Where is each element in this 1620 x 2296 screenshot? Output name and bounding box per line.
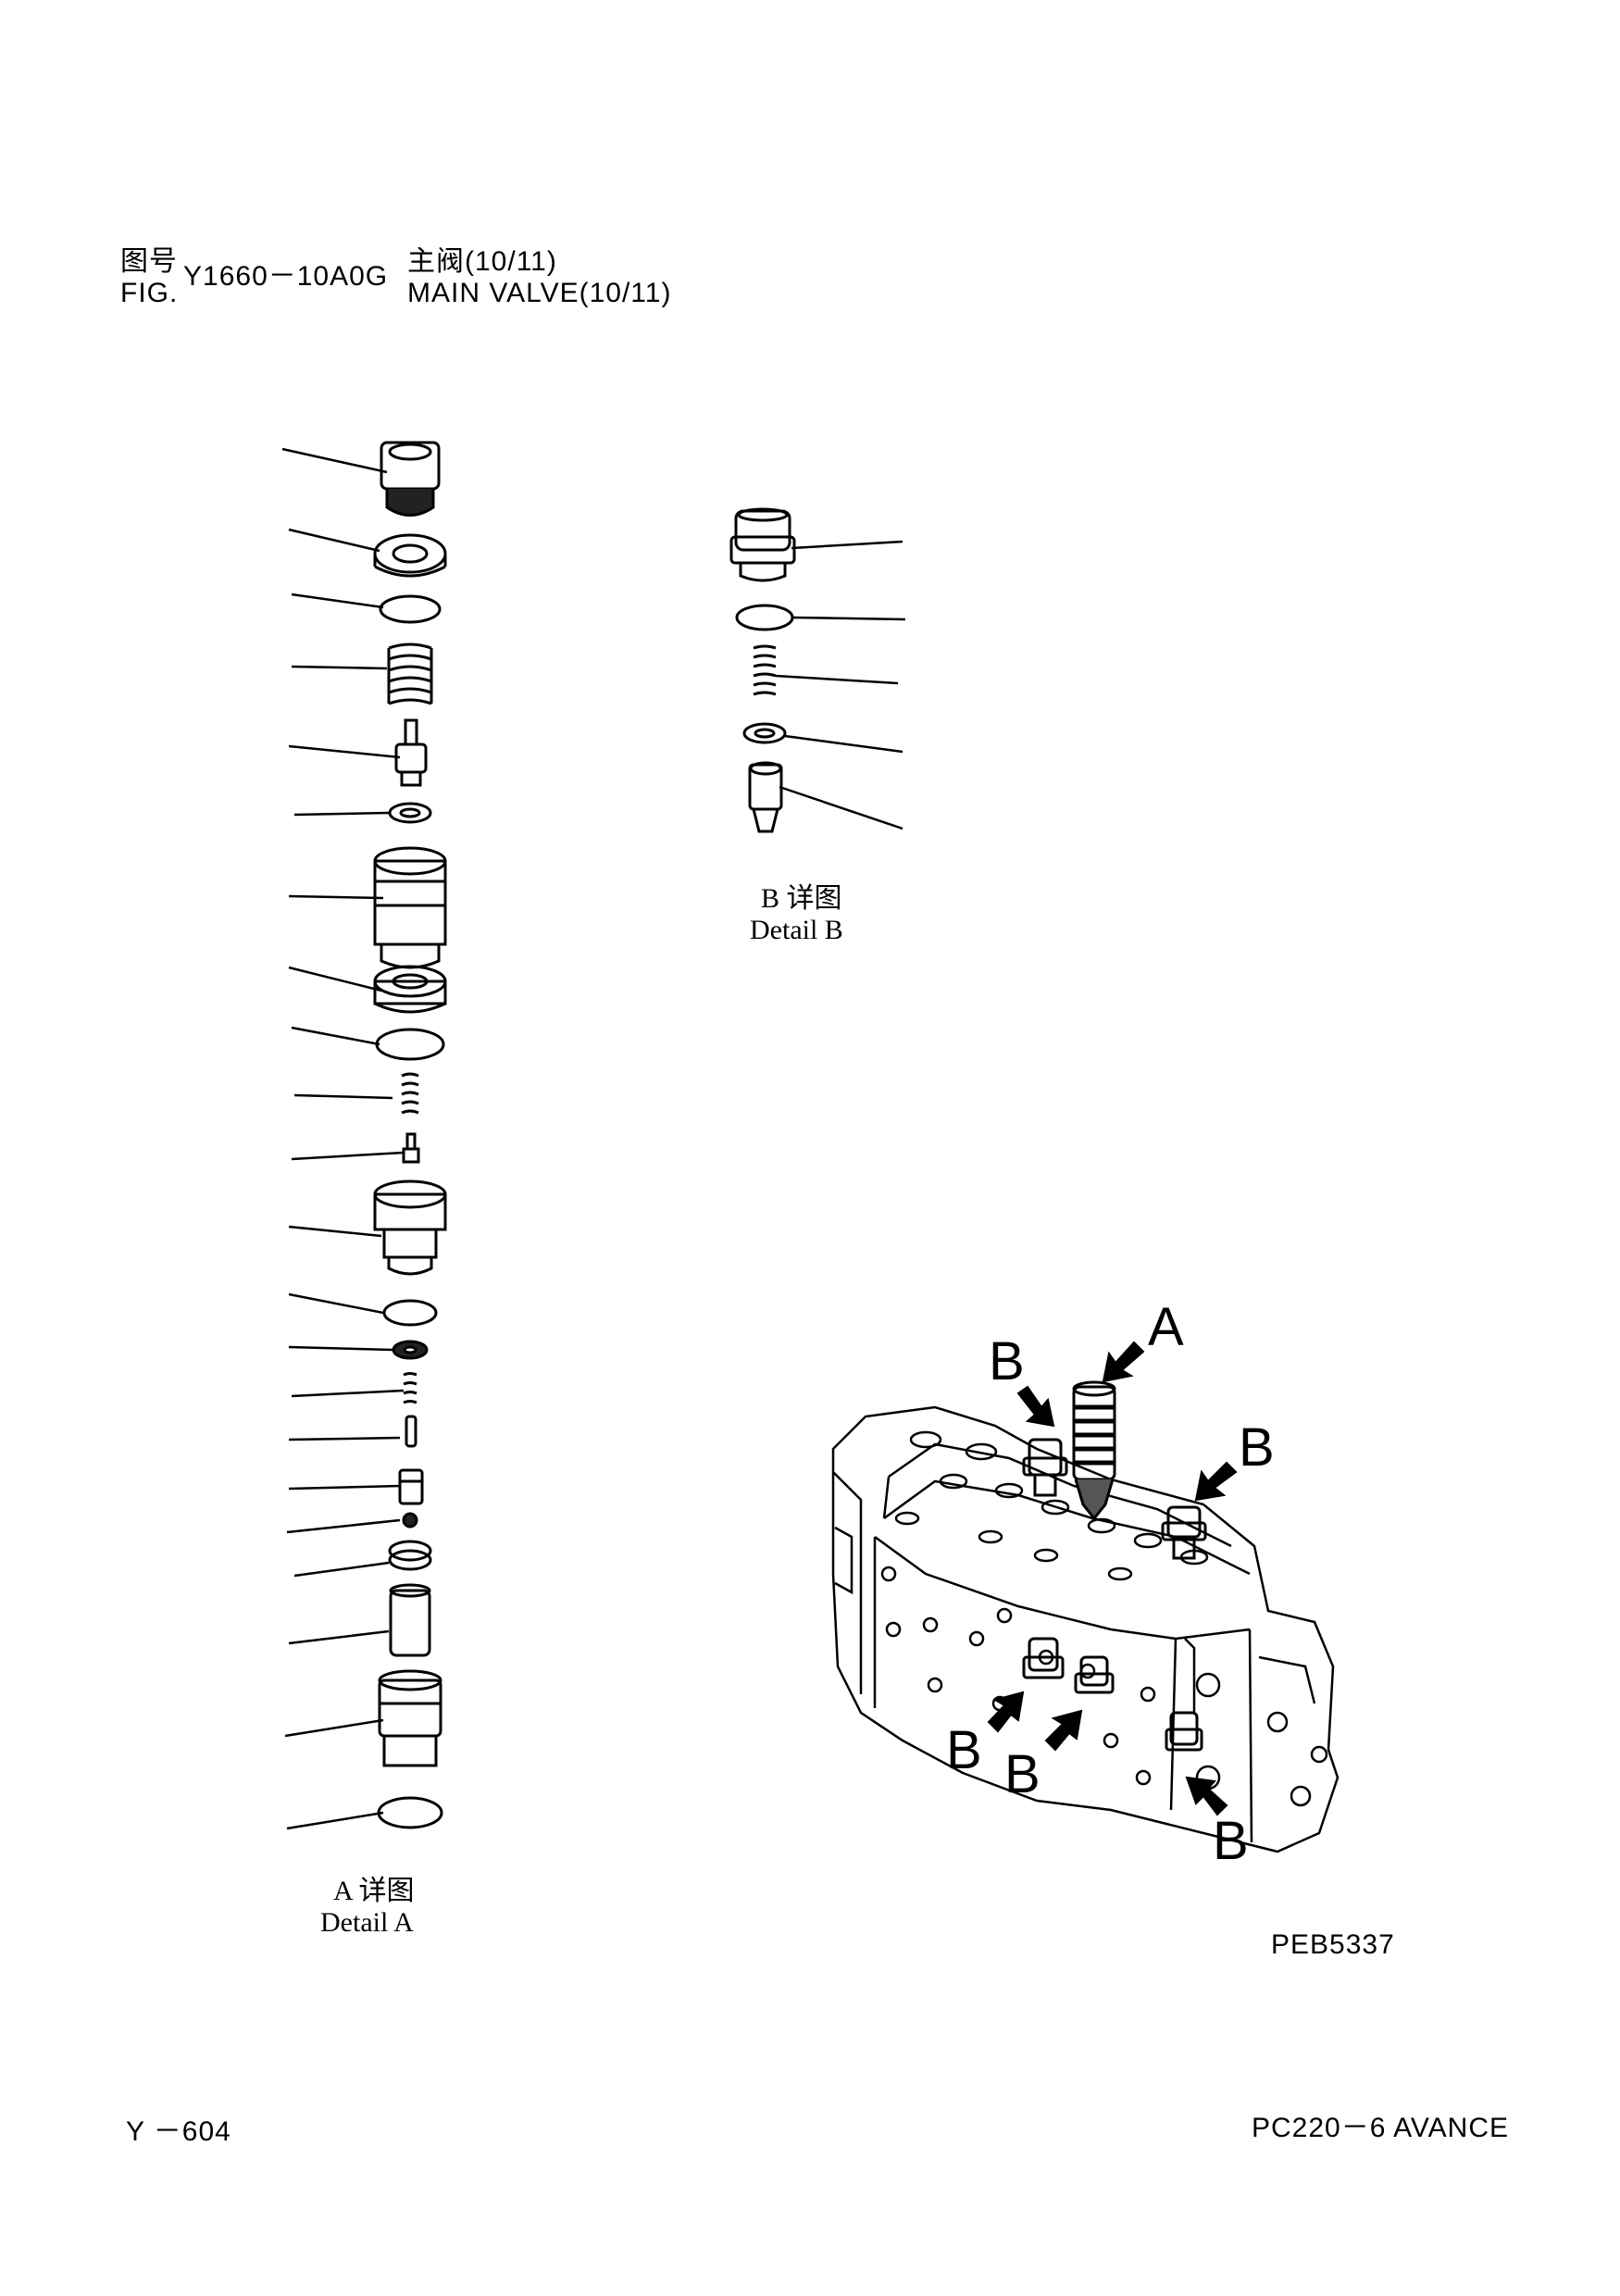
fig-label-cn: 图号 bbox=[120, 246, 178, 277]
detail-a-parts bbox=[373, 441, 447, 1829]
detail-b-parts bbox=[729, 507, 796, 833]
detail-b-label-en: Detail B bbox=[750, 915, 843, 945]
detail-a-label-cn: A 详图 bbox=[333, 1876, 415, 1906]
callout-a: A bbox=[1148, 1297, 1184, 1357]
title-cn: 主阀(10/11) bbox=[407, 246, 557, 277]
fig-label-en: FIG. bbox=[120, 278, 179, 308]
page-number: Y －604 bbox=[126, 2116, 231, 2147]
callout-b-front-left: B bbox=[946, 1720, 982, 1780]
detail-a-label-en: Detail A bbox=[320, 1907, 414, 1938]
callout-arrows bbox=[987, 1341, 1238, 1816]
model-name: PC220－6 AVANCE bbox=[1252, 2113, 1510, 2143]
detail-b-leaders bbox=[775, 540, 906, 830]
callout-b-top-left: B bbox=[989, 1331, 1025, 1391]
detail-b-label-cn: B 详图 bbox=[761, 883, 842, 914]
image-code: PEB5337 bbox=[1271, 1929, 1395, 1960]
fig-number: Y1660－10A0G bbox=[183, 261, 389, 292]
detail-a-leaders bbox=[281, 447, 405, 1830]
mounted-valves bbox=[1022, 1380, 1207, 1752]
callout-b-front-middle: B bbox=[1004, 1744, 1041, 1804]
callout-b-bottom-right: B bbox=[1213, 1811, 1249, 1871]
title-en: MAIN VALVE(10/11) bbox=[407, 278, 672, 308]
main-valve-assembly bbox=[831, 1405, 1340, 1853]
callout-b-top-right: B bbox=[1239, 1417, 1275, 1478]
